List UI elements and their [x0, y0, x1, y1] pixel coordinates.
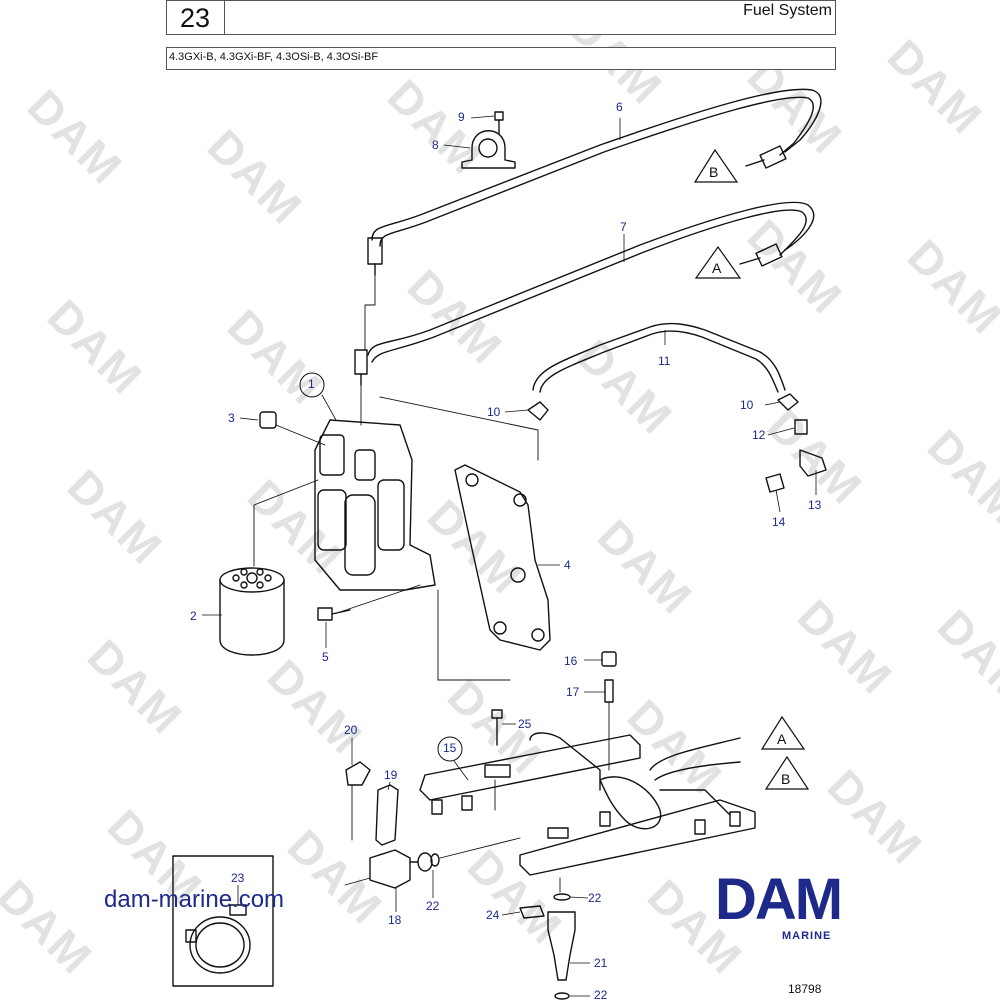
fuel-line-7 [367, 201, 815, 356]
callout-22-injector-top: 22 [588, 891, 602, 905]
fuel-rail-lower [519, 799, 756, 876]
filter-assembly-1 [314, 419, 436, 591]
mounting-plate-4 [454, 464, 551, 651]
clip-10-left [527, 401, 549, 421]
clip-19 [375, 784, 399, 846]
fitting-12 [794, 419, 808, 435]
triangle-label-b-top: B [709, 164, 719, 180]
callout-17: 17 [566, 685, 580, 699]
triangle-label-b-rail: B [781, 771, 791, 787]
clamp-8 [461, 130, 516, 169]
plug-3 [259, 411, 277, 429]
callout-2: 2 [190, 609, 197, 623]
callout-ring-15 [437, 736, 463, 762]
bolt-9-head [494, 111, 504, 121]
triangle-marker-b-rail [764, 755, 810, 790]
triangle-marker-a-rail [760, 715, 806, 750]
clip-10-right [777, 393, 799, 411]
callout-25: 23 [231, 871, 245, 885]
cap-16 [601, 651, 617, 667]
nut-14 [765, 473, 785, 493]
filter-2-body [219, 579, 285, 656]
callout-5: 5 [322, 650, 329, 664]
hose-clamp-25 [189, 916, 251, 974]
page-title: Fuel System [743, 2, 832, 19]
callout-23: 24 [486, 908, 500, 922]
triangle-marker-b-top [693, 148, 739, 183]
fitting-a-nut [755, 243, 783, 267]
injector-21 [547, 911, 576, 981]
valve-17 [604, 679, 614, 703]
fitting-b-stem [745, 159, 765, 167]
hose-clamp-detail-box [172, 855, 274, 987]
callout-7: 7 [620, 220, 627, 234]
callout-13: 13 [808, 498, 822, 512]
callout-10-right: 10 [740, 398, 754, 412]
line-7-left-fitting [354, 349, 368, 375]
regulator-18 [369, 849, 411, 889]
callout-20: 20 [344, 723, 358, 737]
callout-11: 11 [658, 354, 671, 368]
header-title-box [166, 0, 836, 35]
bolt-5 [317, 607, 333, 621]
callout-8: 8 [432, 138, 439, 152]
clip-23 [519, 905, 545, 919]
o-ring-22-upper [553, 893, 571, 901]
triangle-marker-a-top [694, 245, 742, 279]
website-link[interactable]: dam-marine.com [104, 886, 285, 913]
callout-22-injector-bottom: 22 [594, 988, 608, 1002]
callout-24: 25 [518, 717, 532, 731]
model-list: 4.3GXi-B, 4.3GXi-BF, 4.3OSi-B, 4.3OSi-BF [169, 51, 379, 63]
callout-16: 16 [564, 654, 578, 668]
section-number: 23 [166, 0, 225, 35]
stud-24 [491, 709, 503, 719]
callout-4: 4 [564, 558, 571, 572]
callout-15: 15 [443, 741, 457, 755]
rail-bracket [484, 764, 511, 778]
callout-18: 18 [388, 913, 402, 927]
triangle-label-a-rail: A [777, 731, 787, 747]
fuel-line-6 [371, 88, 822, 241]
callout-14: 14 [772, 515, 786, 529]
callout-1: 1 [308, 377, 315, 391]
o-ring-22-lower [554, 992, 570, 1000]
callout-6: 6 [616, 100, 623, 114]
fitting-b-nut [759, 145, 787, 169]
fuel-line-6-inner [379, 96, 814, 247]
header-models-box [166, 47, 836, 70]
dam-logo: DAM [715, 867, 843, 932]
callout-10-left: 10 [487, 405, 501, 419]
callout-22-regulator: 22 [426, 899, 440, 913]
triangle-label-a-top: A [712, 260, 722, 276]
fuel-rail-upper [419, 734, 641, 801]
callout-19: 19 [384, 768, 398, 782]
sensor-20 [345, 761, 371, 786]
callout-21: 21 [594, 956, 608, 970]
dam-logo-subtext: MARINE [782, 930, 832, 942]
callout-3: 3 [228, 411, 235, 425]
callout-ring-1 [299, 372, 325, 398]
elbow-13 [799, 449, 827, 477]
drawing-number: 18798 [788, 982, 822, 996]
filter-canister [344, 494, 376, 576]
filter-2-top [219, 567, 285, 593]
callout-12: 12 [752, 428, 766, 442]
callout-9: 9 [458, 110, 465, 124]
fuel-line-11 [532, 322, 786, 391]
pressure-regulator-housing [599, 776, 662, 830]
